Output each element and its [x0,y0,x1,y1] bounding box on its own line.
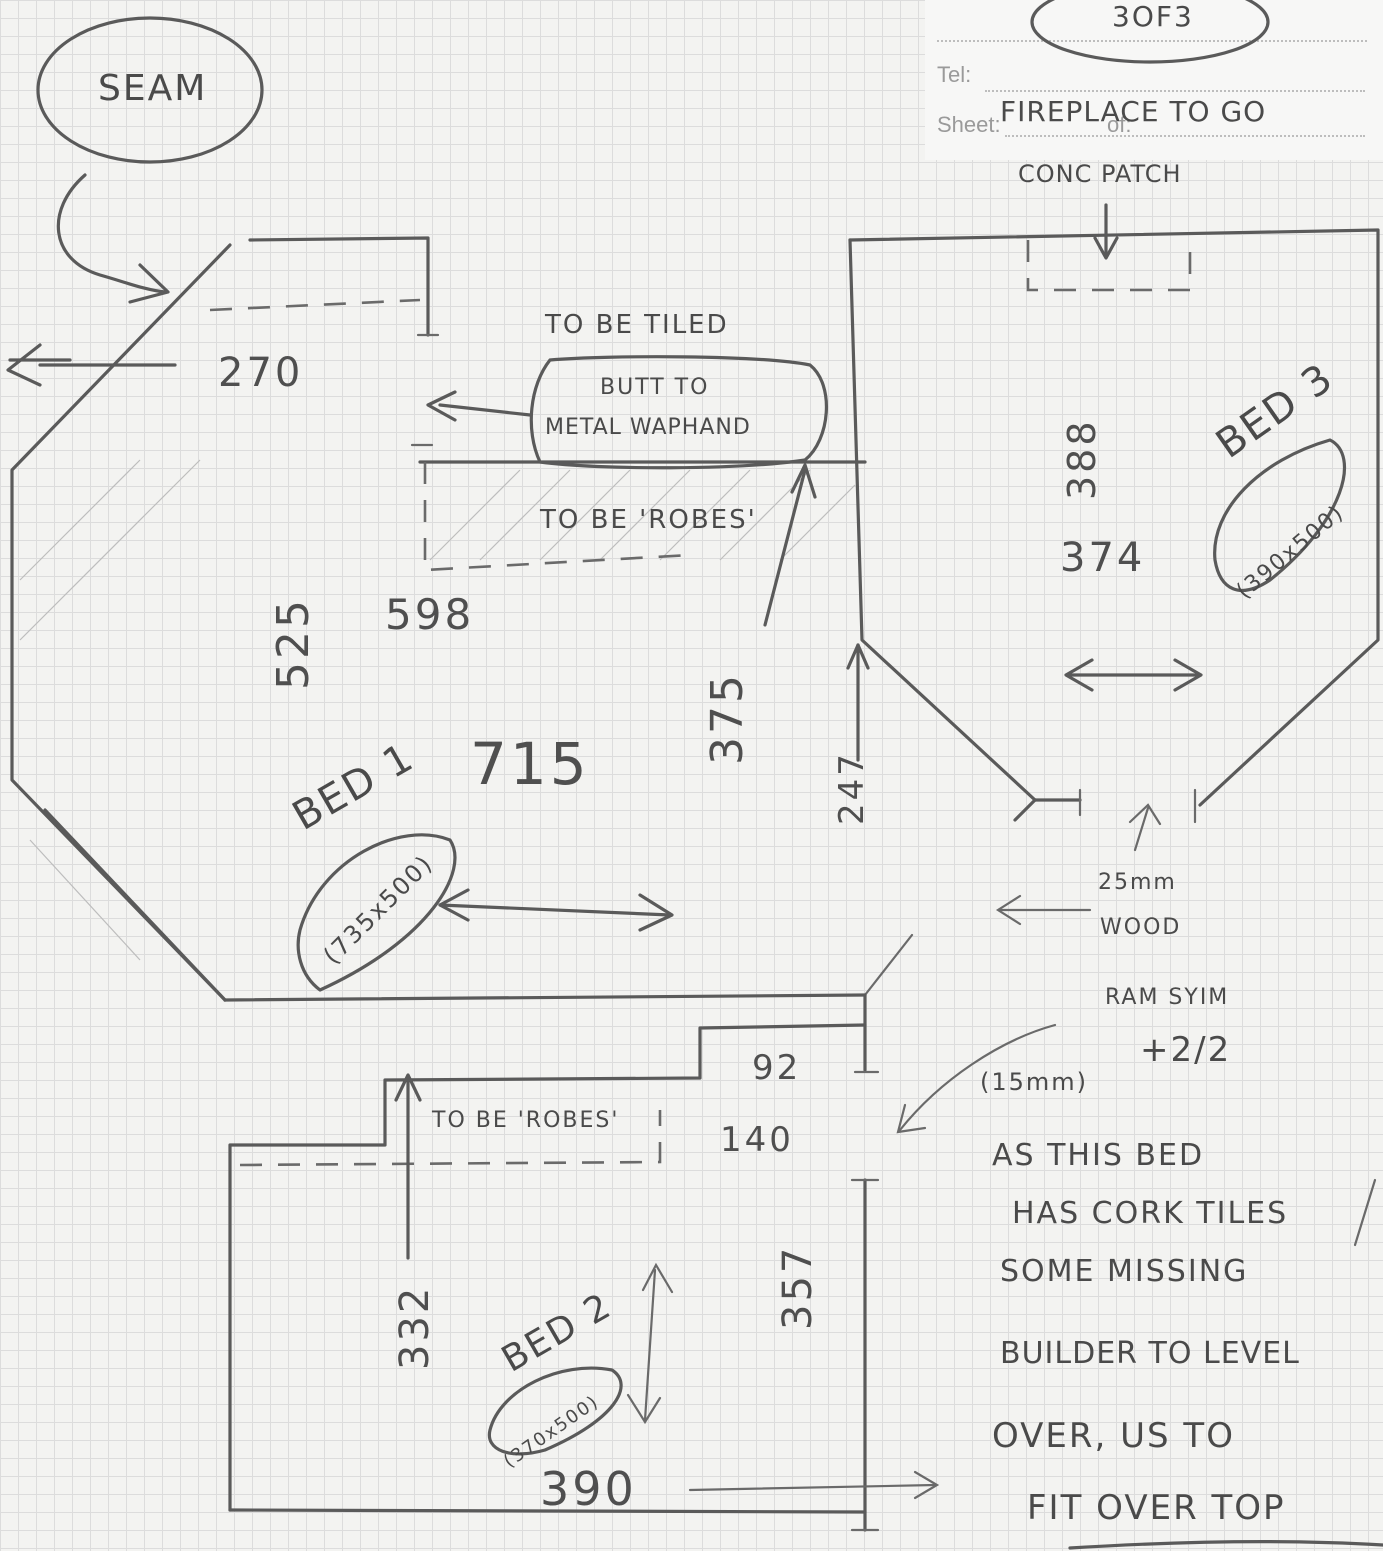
dim-357: 357 [775,1244,821,1330]
fireplace-dashed-patch [1026,240,1192,292]
sheet-number-bubble [1030,0,1270,64]
mm15-note: (15mm) [980,1068,1089,1096]
bed2-robes-dashed [239,1110,662,1167]
dim-375-arrow [763,468,807,627]
title-block: Tel: Sheet: of: [925,0,1383,160]
bed1-arrow-head [6,343,42,387]
sheet-number: 3OF3 [1112,0,1194,33]
butt-note-line1: BUTT TO [600,375,710,400]
dim-374: 374 [1060,535,1146,581]
of-label: of: [1107,112,1132,137]
dim-390-arrow [688,1483,937,1492]
wood-note-line1: 25mm [1098,870,1177,895]
remark-line: AS THIS BED [992,1138,1205,1173]
ramp-note-line2: +2/2 [1140,1030,1232,1070]
seam-arrow-head [128,263,170,304]
bed2-size-bubble [487,1366,623,1456]
remark-line: BUILDER TO LEVEL [1000,1336,1300,1371]
bed3-wall-right [848,228,1380,807]
bed3-wall-left [848,238,1037,802]
bed1-wall-left [10,243,232,1002]
bed2-wall-top [228,1023,867,1512]
butt-bubble [529,355,829,470]
dim-92: 92 [752,1048,802,1088]
dim-375: 375 [702,672,753,765]
tel-rule [985,90,1365,92]
butt-note-line2: METAL WAPHAND [545,415,751,440]
title-block-rule [937,40,1367,42]
remark-line: SOME MISSING [1000,1254,1249,1289]
fireplace-note: FIREPLACE TO GO [1000,95,1267,128]
dim-332: 332 [392,1284,438,1370]
seam-bubble [36,16,264,164]
dim-598: 598 [385,590,475,639]
dim-715: 715 [470,730,590,798]
remark-line: HAS CORK TILES [1012,1196,1289,1231]
dim-390: 390 [540,1462,637,1516]
seam-note: SEAM [98,68,208,109]
remark-bracket [1353,1178,1377,1247]
to-be-tiled-note: TO BE TILED [545,310,729,340]
wood-note-line2: WOOD [1100,915,1182,940]
bed1-direction-arrow [438,903,672,917]
dim-388: 388 [1060,418,1104,500]
bed1-wall-bottom [223,993,867,1002]
tel-label: Tel: [937,62,972,87]
to-be-robes-note-bed2: TO BE 'ROBES' [432,1108,620,1133]
remark-line: FIT OVER TOP [1027,1488,1286,1528]
robes-dashed-outline [423,462,691,572]
conc-patch-note: CONC PATCH [1018,160,1182,188]
bed2-wall-bottom [228,1508,867,1514]
bed1-size-bubble [296,833,457,992]
remark-line: OVER, US TO [992,1416,1235,1456]
bed2-direction-arrow [643,1268,657,1422]
chimney-wall [248,236,430,337]
wood-arrow-up [1133,806,1150,852]
to-be-robes-note-bed1: TO BE 'ROBES' [540,505,757,535]
dim-270: 270 [218,350,304,396]
seam-arrow [56,173,167,294]
butt-arrow [438,403,532,417]
mm15-arrow [898,1023,1057,1132]
dim-525: 525 [268,597,319,690]
sheet-rule [1005,135,1365,137]
sheet-label: Sheet: [937,112,1001,137]
seam-dashed-line [209,298,421,312]
bed3-size-bubble [1213,438,1347,592]
dim-247: 247 [832,751,872,825]
robes-hatching [19,459,856,961]
door-swing [863,933,914,997]
ramp-note-line1: RAM SYIM [1105,985,1230,1010]
dim-140: 140 [720,1120,794,1160]
